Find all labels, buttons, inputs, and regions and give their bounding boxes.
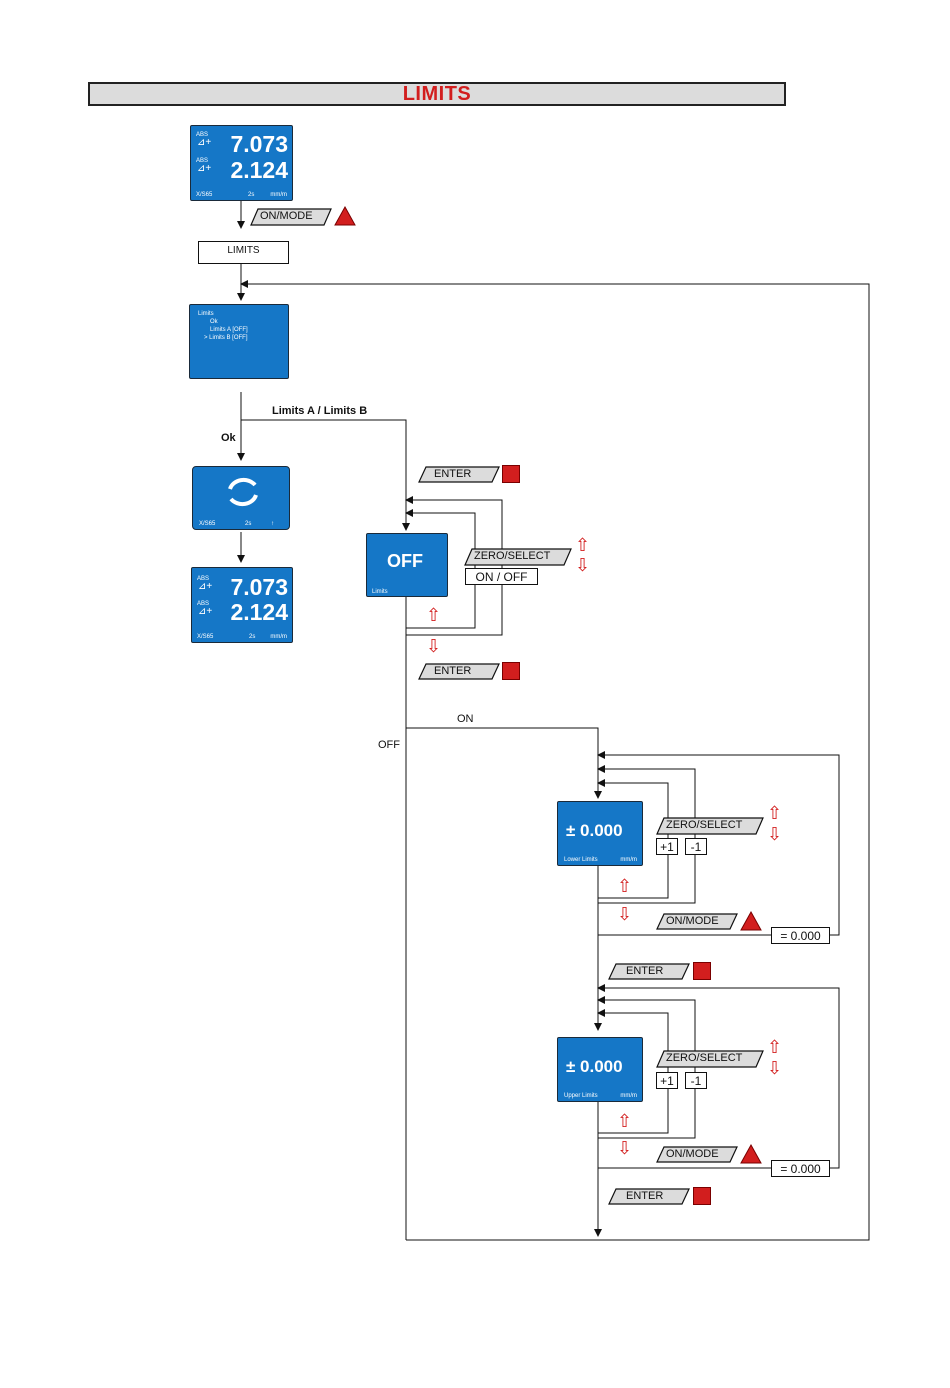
reset-zero-box: = 0.000 [771,1160,830,1177]
value-bottom: 2.124 [230,599,288,625]
zero-select-key-3-label: ZERO/SELECT [666,1052,743,1064]
label-limits-ab: Limits A / Limits B [272,405,368,417]
zero-select-key-1-label: ZERO/SELECT [474,550,551,562]
footer-left: X/S65 [197,634,214,640]
zero-select-key-2-label: ZERO/SELECT [666,819,743,831]
zero-select-key-3[interactable] [656,1050,764,1068]
angle-icon-bottom: ⊿+ [198,606,213,617]
angle-icon-top: ⊿+ [197,137,212,148]
arrow-up-red-icon: ⇧ [575,535,591,555]
label-ok: Ok [221,432,236,444]
value-top: 7.073 [230,131,288,157]
triangle-up-icon [334,206,356,226]
enter-key-2-label: ENTER [434,665,472,677]
abs-label-bottom: ABS [196,158,209,164]
display-screen-main: ABS ⊿+ 7.073 ABS ⊿+ 2.124 X/S65 2s mm/m [190,125,293,201]
upper-limit-footer-left: Upper Limits [564,1093,598,1099]
footer-left: X/S65 [196,192,213,198]
abs-label-top: ABS [196,132,209,138]
off-footer: Limits [372,589,388,595]
menu-line-3: Limits A [OFF] [210,327,248,333]
on-mode-key-3[interactable] [656,1146,738,1163]
arrow-down-red-icon: ⇩ [575,555,591,575]
title-bar: LIMITS [88,82,786,106]
arrow-down-red-icon: ⇩ [767,1058,783,1078]
upper-limit-footer-right: mm/m [620,1093,637,1099]
enter-square-icon [693,962,711,980]
value-top: 7.073 [230,574,288,600]
display-screen-result: ABS ⊿+ 7.073 ABS ⊿+ 2.124 X/S65 2s mm/m [191,567,293,643]
minus-one-box: -1 [685,1072,707,1089]
on-mode-key-1-label: ON/MODE [260,210,313,222]
lower-limit-footer-left: Lower Limits [564,857,598,863]
enter-key-1[interactable] [418,466,500,483]
enter-key-4[interactable] [608,1188,690,1205]
abs-label-bottom: ABS [197,601,210,607]
arrow-up-red-icon: ⇧ [617,876,633,896]
label-off: OFF [378,739,400,751]
arrow-down-red-icon: ⇩ [426,636,442,656]
abs-label-top: ABS [197,576,210,582]
upper-limit-screen: ± 0.000 Upper Limits mm/m [557,1037,643,1102]
lower-limit-screen: ± 0.000 Lower Limits mm/m [557,801,643,866]
arrow-up-red-icon: ⇧ [767,1037,783,1057]
minus-one-box: -1 [685,838,707,855]
sync-footer-right: ↑ [271,521,274,527]
on-mode-key-3-label: ON/MODE [666,1148,719,1160]
footer-right: mm/m [270,192,287,198]
footer-mid: 2s [248,192,255,198]
off-value: OFF [387,551,423,571]
footer-right: mm/m [270,634,287,640]
triangle-up-icon [740,1144,762,1164]
arrow-up-red-icon: ⇧ [767,803,783,823]
zero-select-key-2[interactable] [656,817,764,835]
menu-line-1: Limits [198,311,214,317]
zero-select-key-1[interactable] [464,548,572,566]
triangle-up-icon [740,911,762,931]
sync-footer-mid: 2s [245,521,252,527]
enter-square-icon [502,662,520,680]
arrow-up-red-icon: ⇧ [426,605,442,625]
on-mode-key-1[interactable] [250,208,332,226]
arrow-up-red-icon: ⇧ [617,1111,633,1131]
menu-line-4: > Limits B [OFF] [204,335,248,341]
sync-footer-left: X/S65 [199,521,216,527]
angle-icon-bottom: ⊿+ [197,163,212,174]
on-mode-key-2[interactable] [656,913,738,930]
reset-zero-box: = 0.000 [771,927,830,944]
footer-mid: 2s [249,634,256,640]
menu-line-2: Ok [210,319,218,325]
enter-key-3-label: ENTER [626,965,664,977]
value-bottom: 2.124 [230,157,288,183]
off-screen: OFF Limits [366,533,448,597]
angle-icon-top: ⊿+ [198,581,213,592]
plus-one-box: +1 [656,1072,678,1089]
plus-one-box: +1 [656,838,678,855]
menu-screen: Limits Ok Limits A [OFF] > Limits B [OFF… [189,304,289,379]
limits-box: LIMITS [198,241,289,264]
sync-screen: X/S65 2s ↑ [192,466,290,530]
enter-key-3[interactable] [608,963,690,980]
upper-limit-value: ± 0.000 [566,1057,623,1076]
arrow-down-red-icon: ⇩ [767,824,783,844]
lower-limit-footer-right: mm/m [620,857,637,863]
enter-square-icon [502,465,520,483]
lower-limit-value: ± 0.000 [566,821,623,840]
enter-key-2[interactable] [418,663,500,680]
enter-key-4-label: ENTER [626,1190,664,1202]
arrow-down-red-icon: ⇩ [617,904,633,924]
page-title: LIMITS [402,82,472,105]
on-mode-key-2-label: ON/MODE [666,915,719,927]
arrow-down-red-icon: ⇩ [617,1138,633,1158]
label-on: ON [457,713,474,725]
on-off-box: ON / OFF [465,568,538,585]
enter-square-icon [693,1187,711,1205]
sync-icon [228,477,258,507]
enter-key-1-label: ENTER [434,468,472,480]
